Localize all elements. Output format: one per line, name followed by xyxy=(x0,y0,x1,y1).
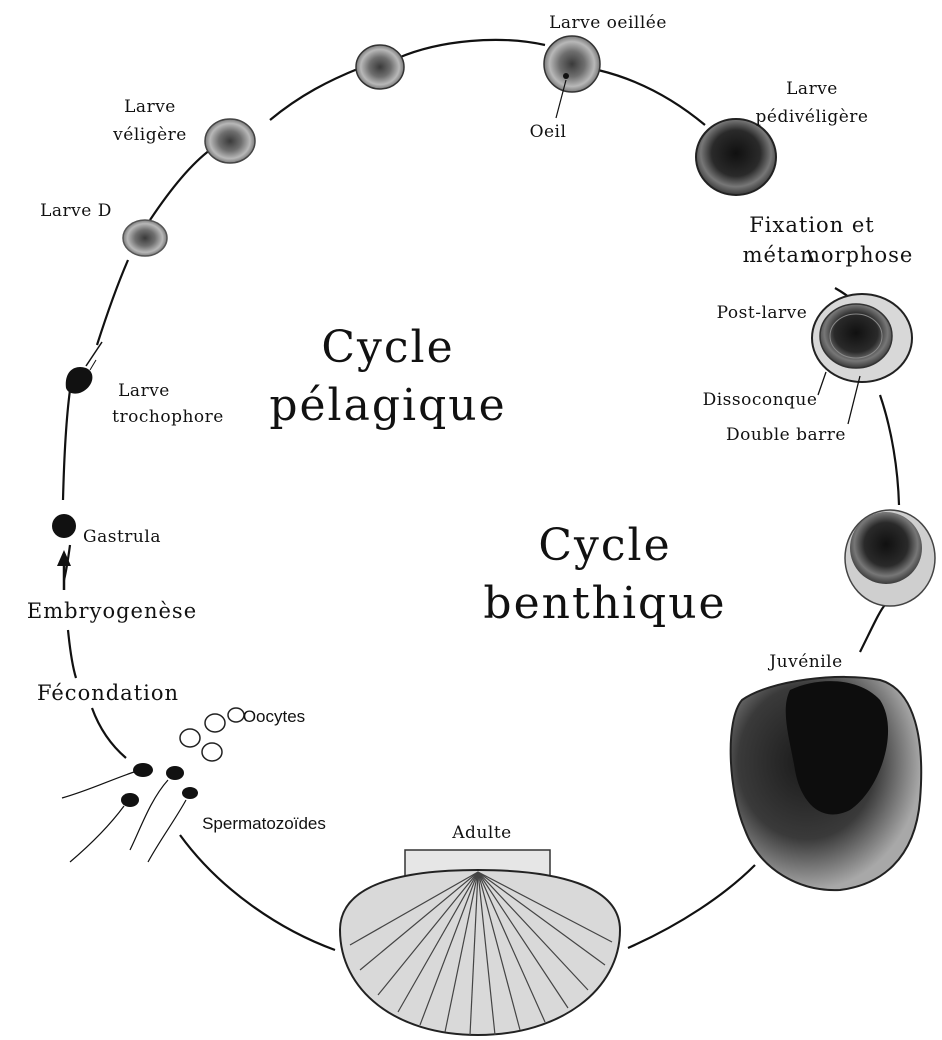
benthic-cycle-subtitle: benthique xyxy=(483,578,726,629)
spat-illustration xyxy=(845,510,935,606)
label-fixation-line1: Fixation et xyxy=(749,213,875,237)
label-larve-pedi-line2: pédivéligère xyxy=(756,107,869,127)
pelagic-cycle-subtitle: pélagique xyxy=(269,380,506,431)
oocytes-illustration xyxy=(180,708,244,761)
label-larve-oeillee: Larve oeillée xyxy=(549,13,667,33)
label-larve-trocho-line1: Larve xyxy=(118,381,170,401)
larva-eyed-illustration xyxy=(544,36,600,92)
label-double-barre: Double barre xyxy=(726,425,846,445)
juvenile-illustration xyxy=(731,677,922,890)
label-fecondation: Fécondation xyxy=(37,681,179,705)
label-larve-veli-line1: Larve xyxy=(124,97,176,117)
spermatozoa-illustration xyxy=(62,763,198,862)
label-fixation-line2: métamorphose xyxy=(743,243,914,267)
label-dissoconque: Dissoconque xyxy=(703,390,818,410)
pelagic-cycle-title: Cycle xyxy=(321,322,454,373)
larva-pediveliger-illustration xyxy=(696,119,776,195)
label-oocytes: Oocytes xyxy=(243,707,305,726)
label-spermatozoides: Spermatozoïdes xyxy=(202,814,326,833)
label-embryogenese: Embryogenèse xyxy=(27,599,197,623)
label-juvenile: Juvénile xyxy=(767,652,842,672)
gastrula-illustration xyxy=(52,514,76,538)
label-larve-trocho-line2: trochophore xyxy=(112,407,224,427)
label-larve-veli-line2: véligère xyxy=(112,125,187,145)
adult-scallop-illustration xyxy=(340,850,620,1035)
label-larve-d: Larve D xyxy=(40,201,112,221)
label-larve-pedi-line1: Larve xyxy=(786,79,838,99)
larva-d-illustration xyxy=(123,220,167,256)
trochophore-illustration xyxy=(66,342,102,394)
post-larva-illustration xyxy=(812,294,912,382)
label-adulte: Adulte xyxy=(451,823,511,843)
label-oeil: Oeil xyxy=(530,122,567,142)
larva-top-illustration xyxy=(356,45,404,89)
label-gastrula: Gastrula xyxy=(83,527,161,547)
benthic-cycle-title: Cycle xyxy=(538,520,671,571)
label-post-larve: Post-larve xyxy=(717,303,808,323)
larva-veliger-illustration xyxy=(205,119,255,163)
